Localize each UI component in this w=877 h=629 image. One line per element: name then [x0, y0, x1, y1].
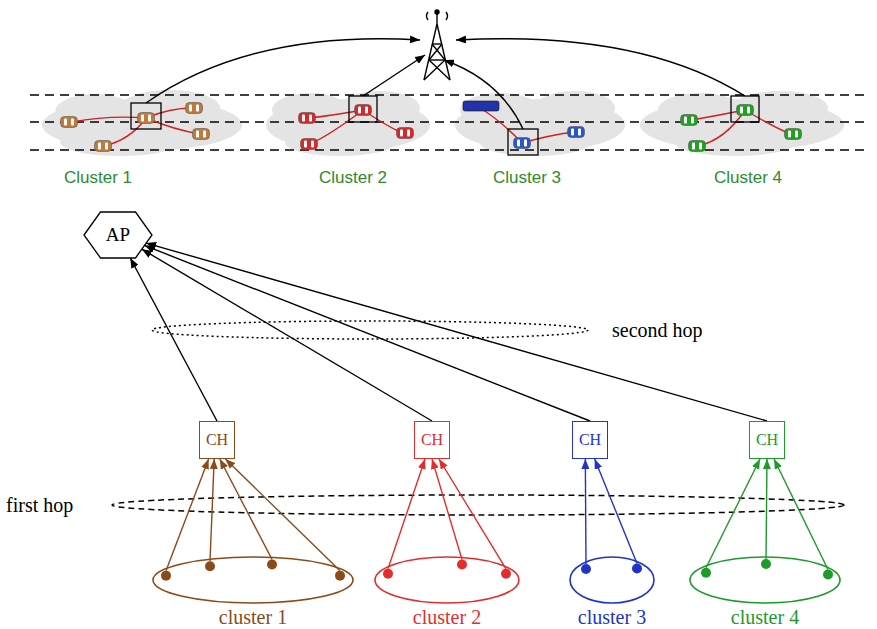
first-hop-arrow — [595, 459, 637, 564]
cluster-head-box: CH — [414, 421, 450, 459]
vehicle-dot — [823, 570, 833, 580]
hop-label: second hop — [612, 319, 703, 341]
vehicle — [61, 101, 802, 152]
first-hop-arrow — [210, 459, 214, 561]
hexagon-outline — [84, 212, 152, 258]
first-hop-arrow — [439, 459, 506, 569]
node-label: CH — [421, 431, 443, 449]
first-hop-arrow — [220, 459, 272, 559]
vehicle-link — [72, 108, 790, 146]
first-hop-arrow — [766, 459, 767, 559]
cluster-ellipse: cluster 3 — [569, 556, 655, 629]
first-hop-arrow — [225, 459, 340, 571]
second-hop-arrow — [146, 243, 767, 421]
vehicle-dot — [501, 569, 511, 579]
cluster-caption: Cluster 4 — [714, 169, 782, 188]
cluster-head-box: CH — [572, 421, 608, 459]
vehicle-dot — [457, 560, 467, 570]
vehicle-dot — [161, 571, 171, 581]
cluster-label: cluster 1 — [152, 606, 354, 628]
vehicle-dot — [205, 561, 215, 571]
cluster-label: cluster 4 — [689, 606, 841, 628]
cluster-head-mark — [131, 96, 759, 155]
node-label: CH — [579, 431, 601, 449]
road-lane — [30, 95, 870, 150]
first-hop-arrow — [388, 459, 425, 569]
vehicle-dot — [383, 569, 393, 579]
cluster-ellipse-outline — [689, 556, 841, 604]
cluster-ellipse-outline — [153, 557, 353, 603]
hop-ring — [152, 321, 588, 339]
cluster-caption: Cluster 1 — [64, 169, 132, 188]
cluster-caption: Cluster 2 — [319, 169, 387, 188]
vehicle-dot — [632, 564, 642, 574]
vehicle-dot — [267, 559, 277, 569]
cluster-ellipse-outline — [375, 557, 519, 603]
vehicle-dot — [701, 568, 711, 578]
first-hop-arrow — [706, 459, 760, 568]
cluster-ellipse: cluster 1 — [152, 556, 354, 629]
hop-label: first hop — [6, 494, 73, 516]
cluster-ellipse: cluster 4 — [689, 556, 841, 629]
cloud — [455, 91, 625, 156]
cluster-label: cluster 2 — [374, 606, 520, 628]
cloud — [42, 90, 242, 156]
cluster-ellipse-outline — [570, 557, 654, 603]
node-label: CH — [206, 431, 228, 449]
cluster-head-box: CH — [749, 421, 785, 459]
vehicle-dot — [581, 564, 591, 574]
base-station-tower — [424, 10, 450, 80]
cluster-label: cluster 3 — [569, 606, 655, 628]
cluster-ellipse: cluster 2 — [374, 556, 520, 629]
cluster-ellipse-outline — [569, 556, 655, 604]
second-hop-arrow — [142, 249, 432, 421]
cloud — [266, 91, 430, 156]
first-hop-arrow — [166, 459, 209, 571]
uplink-arrow — [146, 39, 745, 129]
second-hop-arrow — [130, 258, 217, 421]
vehicle-dot — [761, 559, 771, 569]
vehicle-dot — [335, 571, 345, 581]
cluster-ellipse-outline — [152, 556, 354, 604]
second-hop-arrow — [145, 245, 590, 421]
cluster-ellipse-outline — [374, 556, 520, 604]
first-hop-arrow — [774, 459, 828, 570]
cluster-ellipse-outline — [690, 557, 840, 603]
access-point-hexagon: AP — [83, 211, 153, 259]
first-hop-arrow — [432, 459, 462, 560]
node-label: CH — [756, 431, 778, 449]
first-hop-arrow — [585, 459, 587, 564]
cluster-head-box: CH — [199, 421, 235, 459]
cloud — [640, 91, 844, 156]
node-label: AP — [106, 225, 130, 246]
cluster-caption: Cluster 3 — [493, 169, 561, 188]
